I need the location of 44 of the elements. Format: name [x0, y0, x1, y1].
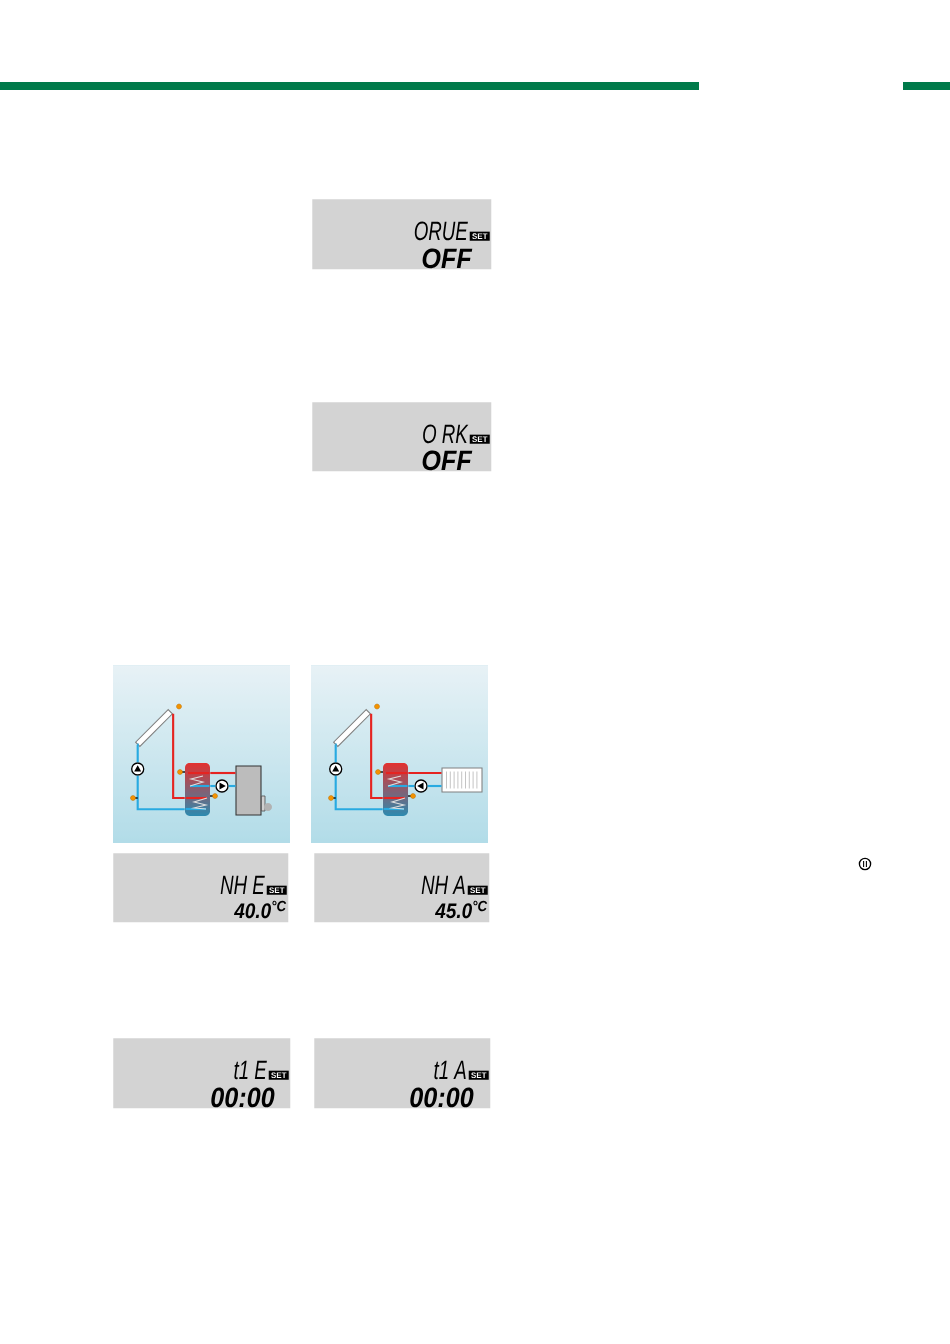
lcd-display — [314, 853, 490, 923]
display-text: t1 A — [434, 1060, 466, 1080]
pump-symbol — [329, 762, 343, 776]
pump-symbol — [215, 779, 229, 793]
pipe — [228, 784, 236, 788]
radiator — [441, 767, 483, 793]
display-text: NH E — [220, 875, 265, 894]
display-text: ORUE — [414, 221, 468, 241]
pipe — [172, 713, 185, 800]
pipe — [210, 784, 216, 788]
lcd-display — [312, 402, 492, 472]
pipe — [408, 771, 442, 775]
pump-symbol — [131, 762, 145, 776]
lcd-display — [312, 199, 492, 270]
display-text: O RK — [423, 424, 469, 444]
lcd-display — [314, 1038, 491, 1109]
lcd-display — [113, 853, 289, 923]
set-badge: SET — [468, 1070, 489, 1080]
set-badge: SET — [268, 1070, 289, 1080]
lcd-display — [113, 1038, 291, 1109]
storage-tank — [185, 771, 210, 811]
set-badge: SET — [467, 885, 488, 895]
pipe — [427, 784, 442, 788]
display-value: 00:00 — [410, 1087, 474, 1108]
set-badge: SET — [469, 434, 490, 444]
set-badge: SET — [469, 231, 490, 241]
display-value: OFF — [422, 450, 473, 471]
display-text: NH A — [421, 875, 465, 894]
display-value: OFF — [422, 248, 473, 269]
pipe — [408, 784, 415, 788]
pipe — [334, 743, 337, 763]
storage-tank — [383, 771, 408, 811]
boiler — [235, 765, 272, 816]
pipe — [136, 775, 185, 811]
pipe — [370, 713, 383, 800]
display-value: 40.0$^{°C}$ — [233, 900, 287, 919]
pump-symbol — [414, 779, 428, 793]
pipe — [334, 775, 383, 811]
display-value: 00:00 — [211, 1087, 275, 1108]
display-value: 45.0$^{°C}$ — [434, 900, 488, 919]
set-badge: SET — [266, 885, 287, 895]
display-text: t1 E — [234, 1060, 267, 1080]
pipe — [136, 743, 139, 763]
pipe — [210, 771, 236, 775]
